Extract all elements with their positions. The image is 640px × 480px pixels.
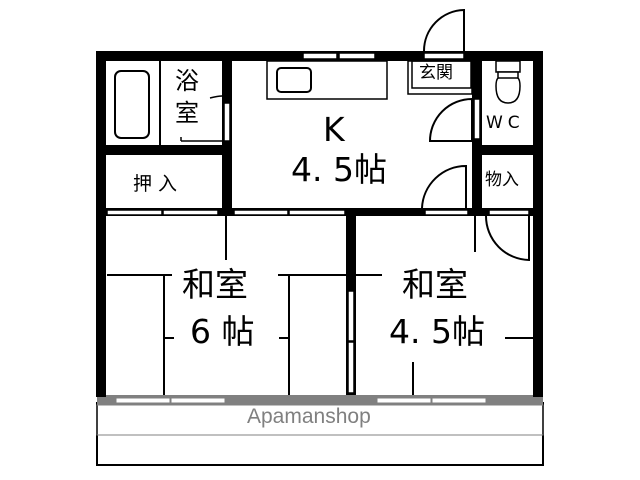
wc-door (428, 98, 473, 142)
storage-closet-door (485, 215, 530, 262)
wc-label: WC (486, 113, 525, 133)
room45-size-label: 4. 5帖 (389, 312, 485, 351)
entrance-box (407, 60, 473, 95)
kitchen-label: K (323, 110, 345, 149)
closet-label: 押入 (133, 173, 184, 195)
storage-door-kitchen (421, 164, 467, 209)
tatami-lines (107, 216, 533, 395)
bath-label-line1: 浴 (175, 67, 199, 95)
balcony (96, 395, 544, 466)
entrance-label: 玄関 (419, 63, 453, 83)
watermark: Apamanshop (247, 405, 371, 428)
sink-icon (276, 67, 312, 93)
windows (106, 52, 530, 394)
toilet-icon (495, 60, 521, 104)
bath-label-line2: 室 (175, 99, 199, 127)
balcony-windows (115, 397, 487, 404)
kitchen-size-label: 4. 5帖 (291, 150, 387, 189)
room45-name-label: 和室 (402, 265, 468, 304)
kitchen-counter (266, 60, 388, 100)
door-swings (421, 8, 530, 262)
bath-door (180, 95, 223, 142)
storage-label: 物入 (485, 170, 519, 190)
room6-size-label: 6 帖 (190, 312, 255, 351)
entrance-door (423, 8, 465, 52)
bathtub-icon (114, 70, 150, 139)
room6-name-label: 和室 (182, 265, 248, 304)
